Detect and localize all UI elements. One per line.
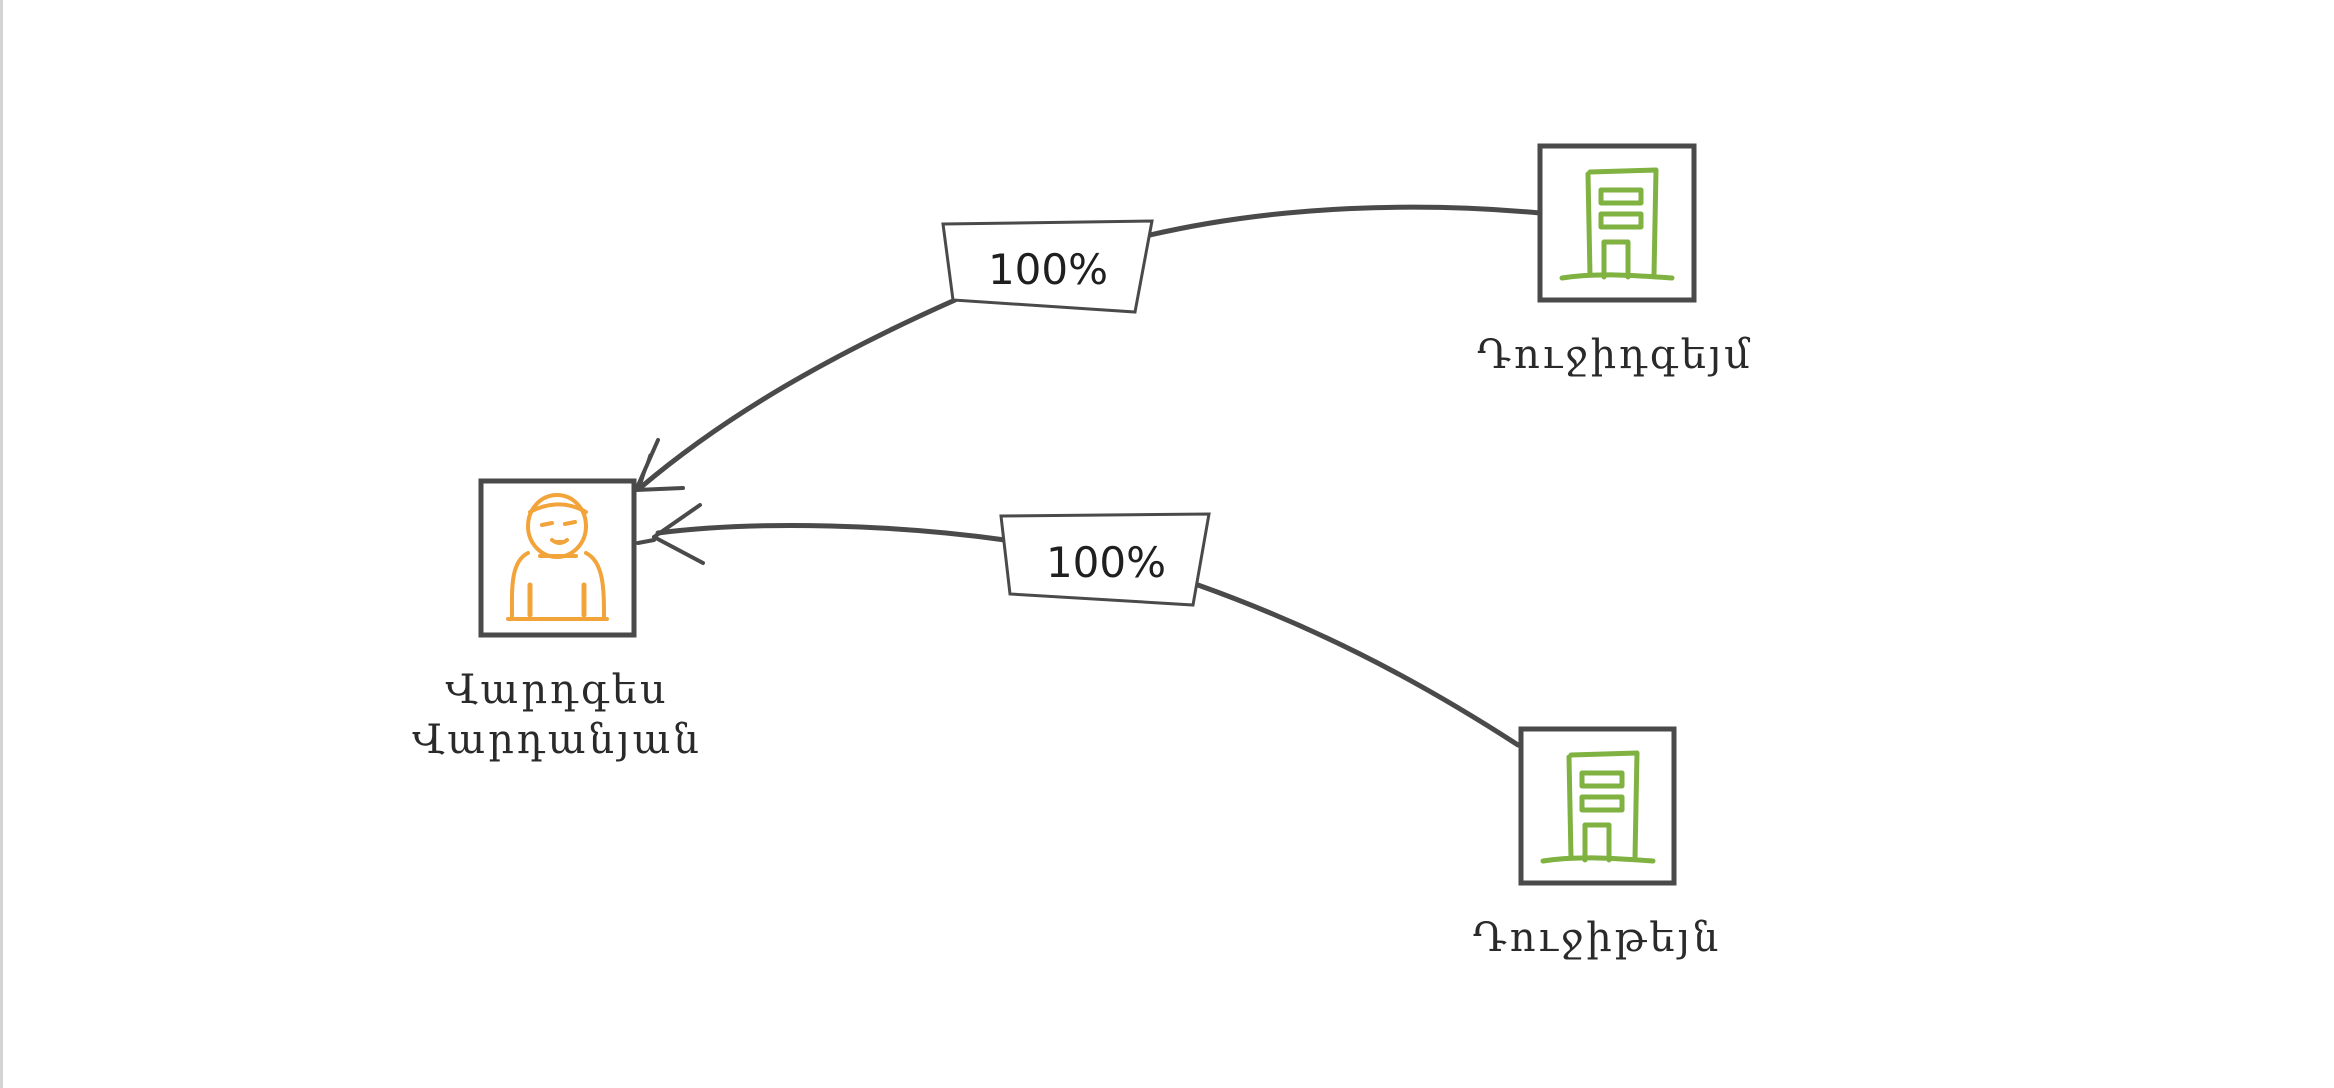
building-icon bbox=[1559, 167, 1675, 281]
node-label: Վարդգես bbox=[445, 667, 668, 713]
node-label: Վարդանյան bbox=[412, 717, 702, 763]
person-icon bbox=[506, 493, 609, 621]
edge-line bbox=[1147, 204, 1543, 238]
edge-label-box: 100% bbox=[941, 219, 1154, 314]
edge-line bbox=[637, 297, 958, 491]
edge-label-box: 100% bbox=[999, 512, 1211, 607]
edge-line bbox=[636, 538, 656, 545]
edge-line bbox=[1195, 582, 1521, 748]
node-label: Դուջիթեյն bbox=[1473, 915, 1722, 961]
canvas-left-border bbox=[0, 0, 3, 1088]
edge-label-text: 100% bbox=[988, 245, 1108, 294]
edge-company-1-to-person: 100% bbox=[634, 204, 1543, 492]
node-label: Դուջիդգեյմ bbox=[1477, 332, 1753, 378]
edge-label-text: 100% bbox=[1046, 538, 1166, 587]
edge-line bbox=[655, 523, 1008, 543]
edge-company-2-to-person: 100% bbox=[636, 503, 1521, 748]
node-company-1[interactable]: Դուջիդգեյմ bbox=[1477, 143, 1753, 378]
node-person[interactable]: Վարդգես Վարդանյան bbox=[412, 478, 702, 763]
arrowhead-icon bbox=[652, 503, 705, 565]
arrowhead-icon bbox=[634, 438, 685, 492]
node-company-2[interactable]: Դուջիթեյն bbox=[1473, 726, 1722, 961]
building-icon bbox=[1540, 750, 1656, 864]
